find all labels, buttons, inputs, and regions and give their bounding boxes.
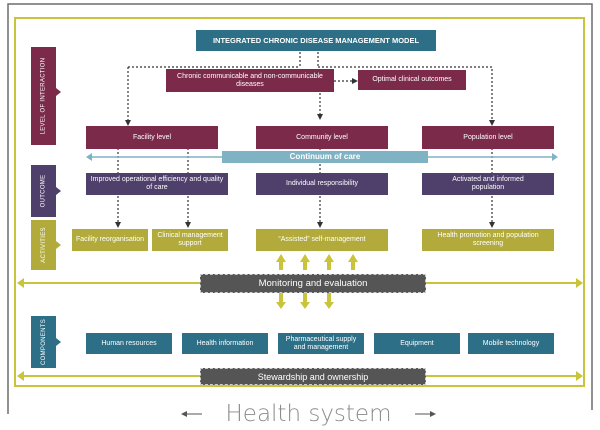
continuum-of-care-bar: Continuum of care (222, 151, 428, 163)
side-pointer-outcome (56, 187, 61, 195)
side-pointer-activities (56, 241, 61, 249)
side-label-components: COMPONENTS (31, 316, 56, 368)
optimal-outcomes-box: Optimal clinical outcomes (358, 70, 466, 90)
component-health-information: Health information (182, 333, 268, 354)
component-human-resources: Human resources (86, 333, 172, 354)
monitoring-evaluation-bar: Monitoring and evaluation (200, 274, 426, 293)
population-level-box: Population level (422, 126, 554, 149)
component-equipment: Equipment (374, 333, 460, 354)
facility-level-box: Facility level (86, 126, 218, 149)
activity-clinical-support: Clinical management support (152, 229, 228, 251)
outcome-population-box: Activated and informed population (422, 173, 554, 195)
side-label-interaction: LEVEL OF INTERACTION (31, 47, 56, 145)
outcome-efficiency-box: Improved operational efficiency and qual… (86, 173, 228, 195)
side-pointer-components (56, 338, 61, 346)
inner-frame (14, 17, 585, 387)
component-mobile-technology: Mobile technology (468, 333, 554, 354)
diagram-title: INTEGRATED CHRONIC DISEASE MANAGEMENT MO… (196, 30, 436, 51)
activity-health-promotion: Health promotion and population screenin… (422, 229, 554, 251)
component-pharmaceutical: Pharmaceutical supply and management (278, 333, 364, 354)
health-system-frame (7, 3, 593, 410)
activity-self-management: “Assisted” self-management (256, 229, 388, 251)
stewardship-bar: Stewardship and ownership (200, 368, 426, 385)
side-label-activities: ACTIVITIES (31, 220, 56, 270)
side-pointer-interaction (56, 88, 61, 96)
chronic-diseases-box: Chronic communicable and non-communicabl… (166, 69, 334, 92)
activity-facility-reorganisation: Facility reorganisation (72, 229, 148, 251)
outcome-responsibility-box: Individual responsibility (256, 173, 388, 195)
side-label-outcome: OUTCOME (31, 165, 56, 217)
community-level-box: Community level (256, 126, 388, 149)
health-system-label: Health system (225, 401, 392, 427)
